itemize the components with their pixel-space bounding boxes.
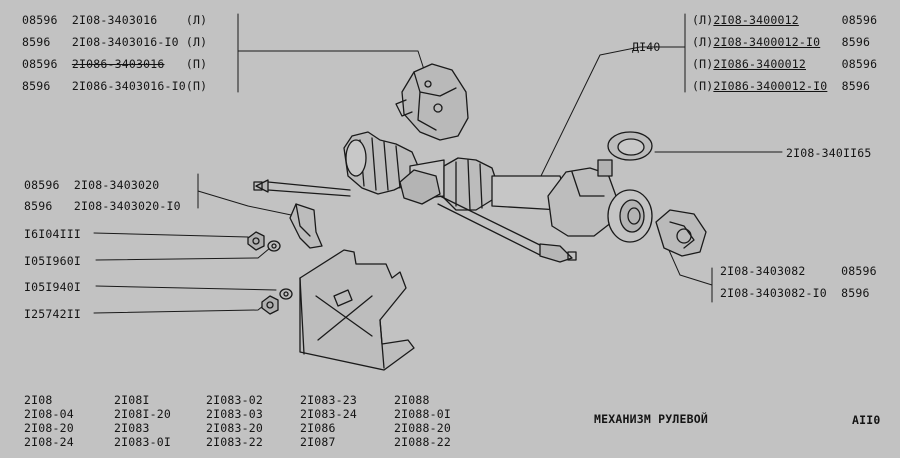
seal-ring-label: 2I08-340II65	[786, 146, 872, 160]
model-code: 2I087	[300, 435, 336, 449]
model-code: 2I083-0I	[114, 435, 171, 449]
callout-row: (П)2I086-3400012 08596	[692, 57, 878, 71]
washer-2	[279, 288, 293, 300]
callout-row: 8596 2I08-3403016-I0 (Л)	[22, 35, 208, 49]
seal-ring	[607, 131, 653, 161]
callout-row: 8596 2I086-3403016-I0(П)	[22, 79, 208, 93]
mounting-bracket-left	[395, 63, 469, 141]
callout-row: 2I08-3403082-I0 8596	[720, 286, 870, 300]
model-code: 2I086	[300, 421, 336, 435]
model-code: 2I08-04	[24, 407, 74, 421]
model-code: 2I088	[394, 393, 430, 407]
model-code: 2I088-22	[394, 435, 451, 449]
model-code: 2I088-0I	[394, 407, 451, 421]
callout-row: (Л)2I08-3400012-I0 8596	[692, 35, 871, 49]
callout-row: 08596 2I08-3403016 (Л)	[22, 13, 208, 27]
callout-row: 2I08-3403082 08596	[720, 264, 877, 278]
washer-1	[267, 240, 281, 252]
callout-row: 08596 2I086-3403016 (П)	[22, 57, 208, 71]
sheet-title: МЕХАНИЗМ РУЛЕВОЙ	[594, 412, 708, 426]
washer-1-label: I05I960I	[24, 254, 81, 268]
tie-rod-right	[437, 195, 577, 263]
tie-rod-left	[253, 179, 351, 197]
callout-row: 08596 2I08-3403020	[24, 178, 160, 192]
model-code: 2I083-02	[206, 393, 263, 407]
mounting-plate	[299, 249, 415, 371]
model-code: 2I08I	[114, 393, 150, 407]
mechanism-ref: ДI40	[632, 40, 661, 54]
clamp	[289, 203, 323, 249]
model-code: 2I083-20	[206, 421, 263, 435]
rubber-support-right	[655, 209, 707, 257]
model-code: 2I083-24	[300, 407, 357, 421]
callout-row: (П)2I086-3400012-I0 8596	[692, 79, 871, 93]
nut-2	[261, 295, 279, 315]
washer-2-label: I05I940I	[24, 280, 81, 294]
sheet-code: АII0	[852, 413, 881, 427]
model-code: 2I08I-20	[114, 407, 171, 421]
callout-row: 8596 2I08-3403020-I0	[24, 199, 181, 213]
nut-2-label: I25742II	[24, 307, 81, 321]
callout-row: (Л)2I08-3400012 08596	[692, 13, 878, 27]
model-code: 2I083	[114, 421, 150, 435]
model-code: 2I08-24	[24, 435, 74, 449]
model-code: 2I088-20	[394, 421, 451, 435]
model-code: 2I083-03	[206, 407, 263, 421]
model-code: 2I08	[24, 393, 53, 407]
steering-rack-housing	[343, 131, 653, 243]
nut-1-label: I6I04III	[24, 227, 81, 241]
model-code: 2I083-22	[206, 435, 263, 449]
nut-1	[247, 231, 265, 251]
model-code: 2I08-20	[24, 421, 74, 435]
model-code: 2I083-23	[300, 393, 357, 407]
